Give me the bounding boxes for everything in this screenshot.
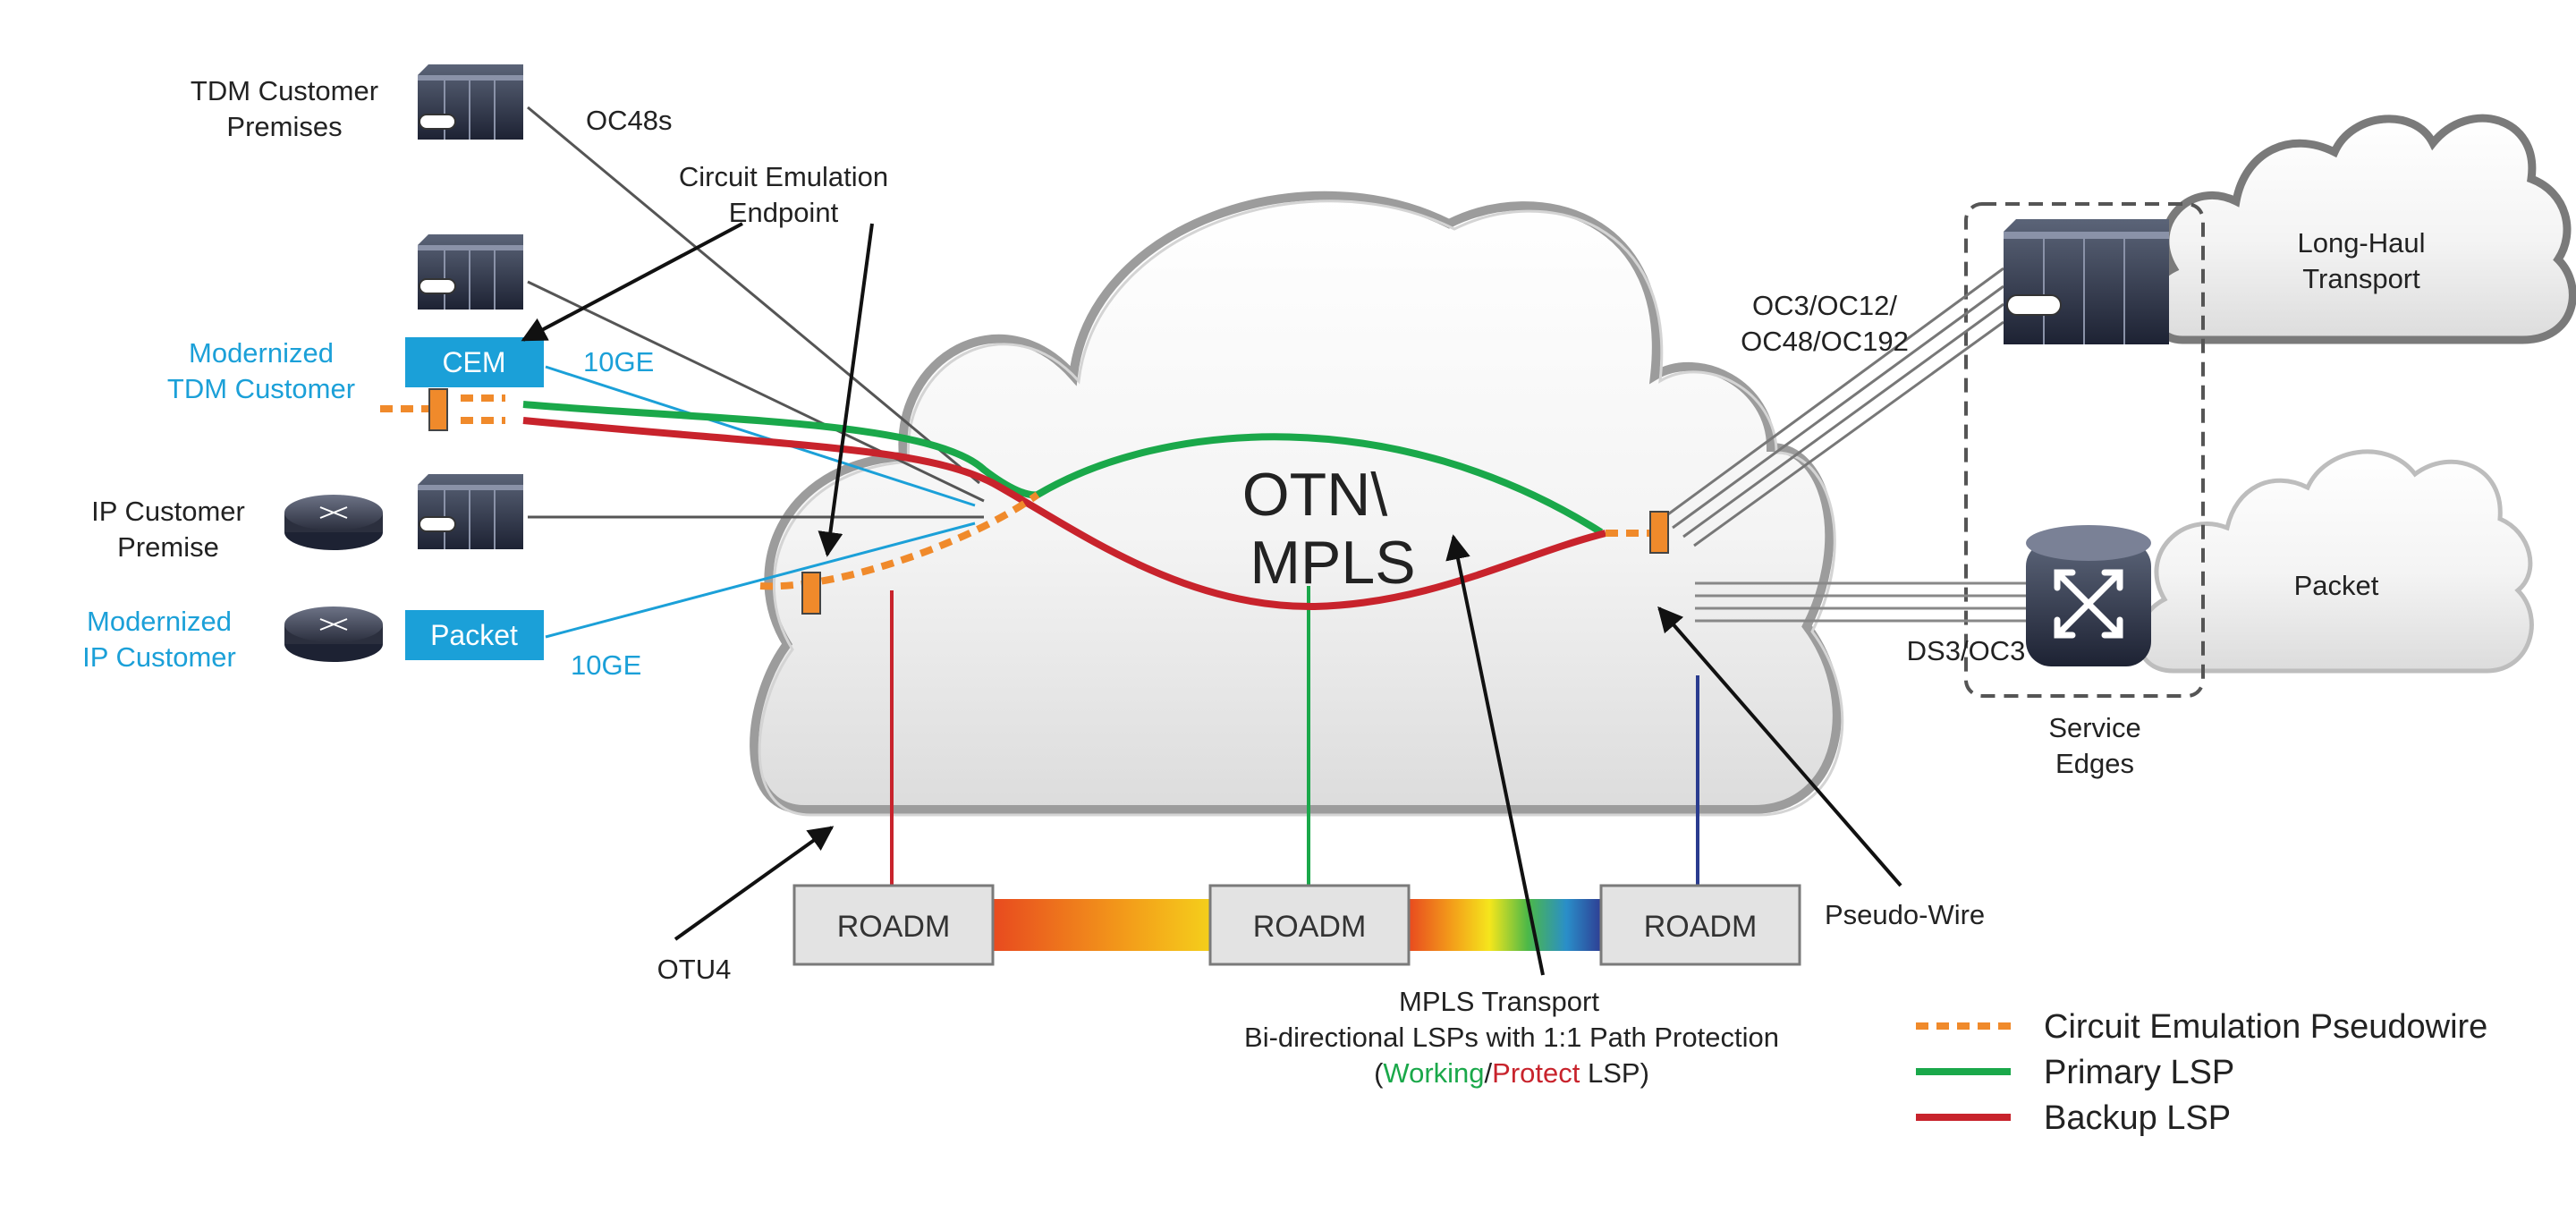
callout-arrows: [521, 222, 1902, 976]
otu4-label: OTU4: [657, 954, 732, 985]
long-haul-switch-icon: [2004, 219, 2169, 344]
oc48s-label: OC48s: [586, 105, 672, 136]
circuit-emulation-label-1: Circuit Emulation: [679, 161, 888, 192]
modernized-tdm-label-1: Modernized: [189, 337, 334, 369]
switch-cube-icon: [2026, 525, 2151, 666]
primary-lsp: [522, 401, 1604, 536]
modernized-tdm-label-2: TDM Customer: [167, 373, 355, 404]
roadm-label-3: ROADM: [1644, 910, 1758, 944]
caption-line1: MPLS Transport: [1399, 986, 1599, 1017]
roadm-label-2: ROADM: [1253, 910, 1367, 944]
ip-customer-label-1: IP Customer: [91, 496, 245, 527]
tdm-premises-label-2: Premises: [226, 111, 342, 142]
cloud-endpoint-icon: [801, 572, 821, 615]
cem-endpoint-icon: [428, 388, 448, 431]
ten-ge-bottom-label: 10GE: [571, 649, 641, 681]
roadm-box-2: [1208, 884, 1411, 966]
ds3-links: [1695, 581, 2048, 623]
tdm-switch-icon: [418, 64, 523, 549]
ten-ge-top-label: 10GE: [583, 346, 654, 377]
main-cloud: [750, 191, 1844, 817]
caption-protect: Protect: [1492, 1057, 1580, 1089]
caption-line2: Bi-directional LSPs with 1:1 Path Protec…: [1244, 1022, 1779, 1053]
caption-line3: (Working/Protect LSP): [1374, 1057, 1649, 1089]
right-endpoint-icon: [1649, 511, 1669, 554]
long-haul-label-1: Long-Haul: [2297, 227, 2425, 259]
long-haul-label-2: Transport: [2302, 263, 2420, 294]
oc-label-2: OC48/OC192: [1741, 326, 1909, 357]
caption-slash: /: [1485, 1057, 1493, 1089]
oc-label-1: OC3/OC12/: [1752, 290, 1897, 321]
legend-label-pseudowire: Circuit Emulation Pseudowire: [2044, 1008, 2487, 1046]
legend-label-backup: Backup LSP: [2044, 1099, 2231, 1137]
cem-box-label: CEM: [442, 346, 505, 378]
modernized-ip-label-2: IP Customer: [82, 641, 236, 673]
packet-box-label: Packet: [430, 619, 518, 651]
modernized-ip-label-1: Modernized: [87, 606, 232, 637]
cem-box: [405, 337, 544, 387]
caption-working: Working: [1383, 1057, 1484, 1089]
service-edges-label-1: Service: [2048, 712, 2140, 743]
packet-box: [405, 610, 544, 660]
caption-close: LSP): [1580, 1057, 1649, 1089]
cloud-title-line1: OTN\: [1242, 461, 1388, 529]
router-icon: [284, 495, 383, 662]
ds3-oc3-label: DS3/OC3: [1907, 635, 2026, 666]
caption-open: (: [1374, 1057, 1384, 1089]
roadm-box-3: [1599, 884, 1801, 966]
packet-cloud: Packet: [2136, 449, 2534, 674]
circuit-emulation-label-2: Endpoint: [729, 197, 839, 228]
oc-links: [1661, 267, 2004, 547]
cloud-title-line2: MPLS: [1250, 529, 1415, 597]
roadm-label-1: ROADM: [837, 910, 951, 944]
backup-lsp: [522, 417, 1606, 611]
ten-ge-links: [545, 365, 976, 639]
gray-links: [527, 106, 985, 519]
legend: Circuit Emulation Pseudowire Primary LSP…: [1916, 1008, 2487, 1137]
pseudo-wire-label: Pseudo-Wire: [1825, 899, 1985, 930]
packet-cloud-label: Packet: [2294, 570, 2379, 601]
service-edges-box: [1964, 202, 2205, 698]
spectrum-link-2: [1409, 899, 1601, 951]
roadm-row: ROADM ROADM ROADM: [792, 884, 1801, 966]
service-edges-label-2: Edges: [2055, 748, 2134, 779]
long-haul-cloud: Long-Haul Transport: [2147, 114, 2576, 344]
legend-label-primary: Primary LSP: [2044, 1054, 2234, 1091]
roadm-box-1: [792, 884, 995, 966]
tdm-premises-label-1: TDM Customer: [191, 75, 378, 106]
ip-customer-label-2: Premise: [117, 531, 219, 563]
